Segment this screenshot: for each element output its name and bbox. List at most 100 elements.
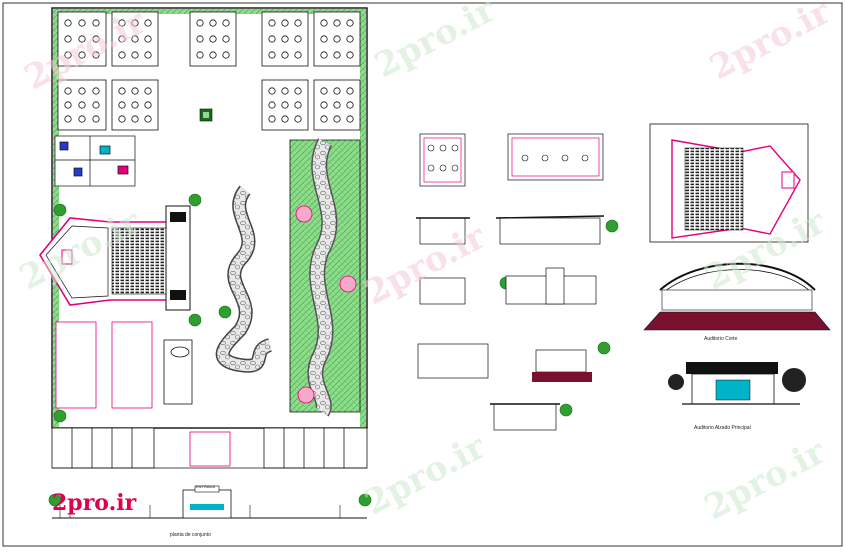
desk-cluster	[144, 101, 152, 109]
desk-cluster	[64, 101, 72, 109]
desk-cluster	[281, 115, 289, 123]
desk-cluster	[64, 19, 72, 27]
desk-cluster	[222, 19, 230, 27]
desk-cluster	[209, 51, 217, 59]
umbrella-icon	[297, 386, 315, 404]
desk-cluster	[320, 35, 328, 43]
desk-cluster	[209, 35, 217, 43]
tree-icon	[559, 403, 573, 417]
desk-mark	[451, 164, 459, 172]
desk-cluster	[144, 19, 152, 27]
entrance-sign-label: ENTRADA	[196, 484, 216, 489]
desk-cluster	[78, 19, 86, 27]
desk-cluster	[209, 19, 217, 27]
tree-icon	[53, 203, 67, 217]
desk-mark	[541, 154, 549, 162]
front-elevation	[52, 485, 367, 519]
desk-cluster	[196, 19, 204, 27]
desk-cluster	[346, 51, 354, 59]
desk-cluster	[131, 19, 139, 27]
desk-cluster	[281, 87, 289, 95]
tree-icon	[48, 493, 62, 507]
auditorium-elevation-label: Auditorio Alzado Principal	[694, 425, 751, 431]
desk-cluster	[268, 87, 276, 95]
desk-mark	[561, 154, 569, 162]
tree-icon	[188, 193, 202, 207]
desk-cluster	[320, 19, 328, 27]
tree-icon	[358, 493, 372, 507]
desk-cluster	[294, 87, 302, 95]
desk-mark	[439, 144, 447, 152]
desk-cluster	[78, 101, 86, 109]
desk-mark	[427, 164, 435, 172]
desk-mark	[521, 154, 529, 162]
desk-cluster	[320, 51, 328, 59]
desk-cluster	[92, 101, 100, 109]
tree-icon	[605, 219, 619, 233]
desk-cluster	[294, 51, 302, 59]
desk-mark	[581, 154, 589, 162]
desk-cluster	[268, 35, 276, 43]
desk-cluster	[92, 51, 100, 59]
desk-cluster	[281, 19, 289, 27]
desk-cluster	[64, 115, 72, 123]
auditorium-right-plan	[649, 123, 809, 243]
desk-cluster	[144, 35, 152, 43]
desk-cluster	[118, 35, 126, 43]
desk-cluster	[281, 101, 289, 109]
auditorium-section-label: Auditorio Corte	[704, 336, 738, 342]
desk-cluster	[78, 115, 86, 123]
desk-cluster	[131, 115, 139, 123]
desk-mark	[439, 164, 447, 172]
desk-cluster	[92, 35, 100, 43]
site-plan	[39, 7, 619, 519]
desk-cluster	[131, 87, 139, 95]
desk-cluster	[346, 35, 354, 43]
desk-mark	[427, 144, 435, 152]
desk-cluster	[64, 87, 72, 95]
desk-cluster	[294, 35, 302, 43]
lower-classrooms	[55, 321, 193, 409]
desk-cluster	[346, 87, 354, 95]
detail-drawings	[416, 133, 605, 431]
desk-cluster	[320, 101, 328, 109]
desk-cluster	[92, 115, 100, 123]
umbrella-icon	[295, 205, 313, 223]
desk-cluster	[131, 35, 139, 43]
umbrella-icons	[295, 205, 357, 404]
desk-cluster	[118, 101, 126, 109]
desk-cluster	[281, 35, 289, 43]
desk-cluster	[92, 19, 100, 27]
desk-cluster	[333, 19, 341, 27]
desk-cluster	[131, 101, 139, 109]
desk-cluster	[346, 101, 354, 109]
desk-cluster	[268, 101, 276, 109]
umbrella-icon	[339, 275, 357, 293]
desk-cluster	[144, 51, 152, 59]
desk-cluster	[333, 115, 341, 123]
tree-icon	[218, 305, 232, 319]
desk-cluster	[346, 115, 354, 123]
auditorium-plan	[39, 205, 191, 311]
desk-cluster	[64, 35, 72, 43]
desk-cluster	[346, 19, 354, 27]
desk-cluster	[333, 101, 341, 109]
desk-cluster	[131, 51, 139, 59]
desk-mark	[451, 144, 459, 152]
desk-cluster	[268, 51, 276, 59]
desk-cluster	[333, 51, 341, 59]
auditorium-section	[643, 262, 831, 331]
site-plan-label: planta de conjunto	[170, 532, 211, 538]
stone-path	[215, 185, 273, 373]
desk-clusters	[64, 19, 354, 123]
tree-icon	[53, 409, 67, 423]
desk-cluster	[333, 35, 341, 43]
desk-cluster	[196, 35, 204, 43]
desk-cluster	[118, 115, 126, 123]
desk-cluster	[222, 35, 230, 43]
desk-cluster	[196, 51, 204, 59]
auditorium-elevation	[668, 362, 806, 405]
parking-area	[51, 427, 368, 469]
